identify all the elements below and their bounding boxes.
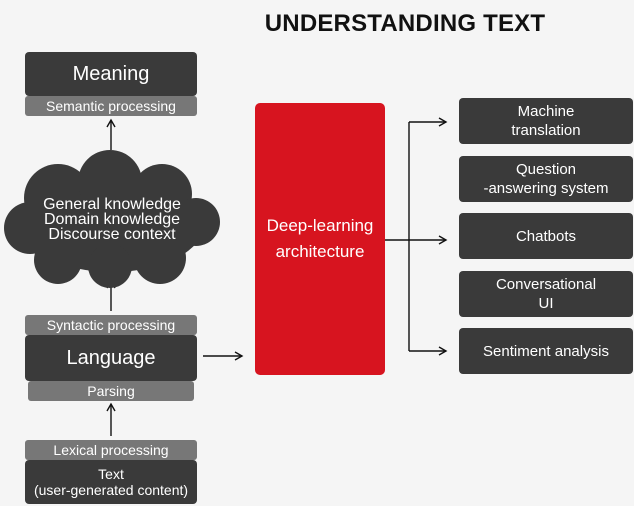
semantic-processing-label: Semantic processing xyxy=(25,96,197,116)
app-line-2: -answering system xyxy=(483,180,609,197)
app-line-1: Conversational xyxy=(495,276,597,293)
app-line-2: translation xyxy=(511,122,581,139)
text-box-line-1: Text xyxy=(98,466,124,482)
application-chatbots: Chatbots xyxy=(459,213,633,259)
knowledge-cloud-shape xyxy=(4,150,220,288)
app-line-1: Machine xyxy=(517,103,575,120)
text-input-box: Text (user-generated content) xyxy=(25,460,197,504)
syntactic-processing-label: Syntactic processing xyxy=(25,315,197,335)
knowledge-cloud-text: General knowledge Domain knowledge Disco… xyxy=(0,196,224,243)
application-machine-translation: Machine translation xyxy=(459,98,633,144)
cloud-line-general: General knowledge xyxy=(43,196,181,213)
app-line-1: Chatbots xyxy=(515,227,577,245)
lexical-processing-label: Lexical processing xyxy=(25,440,197,460)
deep-learning-line-2: architecture xyxy=(275,242,365,261)
language-box: Language xyxy=(25,335,197,381)
text-box-line-2: (user-generated content) xyxy=(33,482,189,498)
app-line-2: UI xyxy=(538,295,554,312)
deep-learning-box: Deep-learning architecture xyxy=(255,103,385,375)
app-line-1: Question xyxy=(515,161,577,178)
app-line-1: Sentiment analysis xyxy=(483,342,609,360)
meaning-box: Meaning xyxy=(25,52,197,96)
parsing-label: Parsing xyxy=(28,381,194,401)
cloud-line-discourse: Discourse context xyxy=(48,226,176,243)
diagram-title: UNDERSTANDING TEXT xyxy=(264,10,546,37)
application-question-answering: Question -answering system xyxy=(459,156,633,202)
application-sentiment-analysis: Sentiment analysis xyxy=(459,328,633,374)
deep-learning-line-1: Deep-learning xyxy=(266,216,374,235)
cloud-line-domain: Domain knowledge xyxy=(43,211,181,228)
